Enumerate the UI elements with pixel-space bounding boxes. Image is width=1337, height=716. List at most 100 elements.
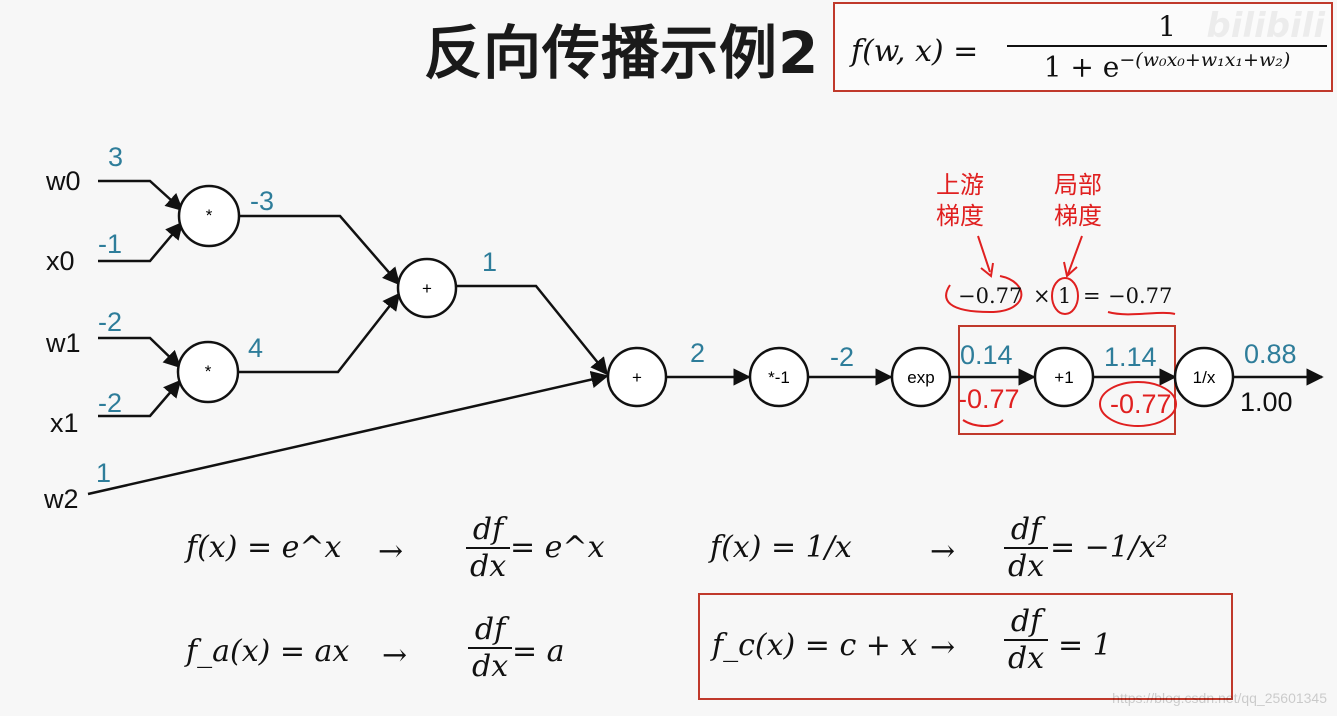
- rule-add-const-lhs: f_c(x) = c + x: [712, 628, 918, 663]
- value-w0: 3: [108, 142, 123, 172]
- rule-inv-arrow: →: [930, 534, 956, 569]
- node-mul1-label: *: [205, 362, 212, 381]
- node-plus1-circle: [1033, 346, 1095, 408]
- upstream-label: 上游 梯度: [936, 171, 992, 230]
- rule-scale-rhs: = a: [512, 634, 565, 669]
- rule-inv-num: df: [1004, 512, 1049, 549]
- rule-exp-rhs: = e^x: [510, 530, 605, 565]
- rule-exp-arrow: →: [378, 534, 404, 569]
- underline-result: [1107, 311, 1176, 316]
- input-w1-label: w1: [45, 328, 81, 358]
- node-inv-label: 1/x: [1193, 368, 1216, 387]
- rule-exp: f(x) = e^x → df dx = e^x: [186, 512, 606, 594]
- circle-upstream-value: [945, 275, 1023, 314]
- rule-inv-rhs: = −1/x²: [1050, 530, 1168, 565]
- local-label-line1: 局部: [1054, 171, 1102, 199]
- main-formula-denominator: 1 + e−(w₀x₀+w₁x₁+w₂): [1007, 47, 1327, 83]
- arrow-upstream-head: [980, 262, 994, 278]
- circle-grad-plus1: [1099, 381, 1177, 427]
- edge-mul1-add0: [238, 292, 401, 374]
- rule-exp-num: df: [466, 512, 511, 549]
- local-label-line2: 梯度: [1054, 202, 1102, 230]
- rule-exp-den: dx: [470, 549, 507, 584]
- node-exp-label: exp: [907, 368, 934, 387]
- chain-annotation-labels: 上游 梯度 局部 梯度: [936, 171, 1110, 230]
- node-add1-circle: [606, 346, 668, 408]
- node-neg-label: *-1: [768, 368, 790, 387]
- arrow-local-head: [1063, 261, 1078, 278]
- value-add0-out: 1: [482, 247, 497, 277]
- gradient-values: 1.00 -0.77 -0.77: [958, 384, 1293, 419]
- rule-highlight-box: [698, 593, 1233, 700]
- edge-x0-mul0: [98, 221, 184, 263]
- arrow-upstream-line: [977, 235, 991, 273]
- edge-x1-mul1: [98, 379, 182, 418]
- node-inv-circle: [1173, 346, 1235, 408]
- main-formula-box: bilibili f(w, x) = 1 1 + e−(w₀x₀+w₁x₁+w₂…: [833, 2, 1333, 92]
- local-label: 局部 梯度: [1054, 171, 1110, 230]
- edge-w1-mul1: [98, 336, 182, 369]
- node-add0-label: +: [422, 279, 432, 298]
- edge-w0-mul0: [98, 179, 184, 212]
- main-formula-lhs-text: f(w, x) =: [851, 34, 979, 69]
- page-title: 反向传播示例2: [424, 19, 820, 87]
- node-add1-label: +: [632, 368, 642, 387]
- rule-add-const-derivative: df dx: [1004, 604, 1049, 676]
- value-mul0-out: -3: [250, 186, 274, 216]
- graph-nodes: * * + + *-1 exp +1 1/x: [176, 184, 1235, 408]
- rule-exp-derivative: df dx: [466, 512, 511, 584]
- grad-plus1-out: -0.77: [1110, 389, 1172, 419]
- url-watermark: https://blog.csdn.net/qq_25601345: [1112, 690, 1327, 706]
- node-neg-circle: [748, 346, 810, 408]
- circle-local-value: [1051, 277, 1079, 315]
- node-add0-circle: [396, 257, 458, 319]
- main-formula-fraction: 1 1 + e−(w₀x₀+w₁x₁+w₂): [1007, 10, 1327, 83]
- rule-exp-lhs: f(x) = e^x: [186, 530, 342, 565]
- upstream-label-line1: 上游: [936, 171, 984, 199]
- chain-rule-expression: −0.77 × 1 = −0.77: [958, 284, 1172, 308]
- rule-scale-derivative: df dx: [468, 612, 513, 684]
- node-mul0-circle: [177, 184, 241, 248]
- underline-grad-exp: [962, 419, 1004, 427]
- rule-inv: f(x) = 1/x → df dx = −1/x²: [710, 512, 1230, 594]
- node-plus1-label: +1: [1054, 368, 1073, 387]
- rule-add-const-arrow: →: [930, 630, 956, 665]
- rule-add-const-num: df: [1004, 604, 1049, 641]
- upstream-label-line2: 梯度: [936, 202, 984, 230]
- edge-add0-add1: [456, 284, 609, 376]
- rule-inv-lhs: f(x) = 1/x: [710, 530, 852, 565]
- value-neg-out: -2: [830, 342, 854, 372]
- chain-eq: =: [1083, 284, 1101, 308]
- node-mul0-label: *: [206, 206, 213, 225]
- main-formula-exponent: −(w₀x₀+w₁x₁+w₂): [1119, 49, 1291, 71]
- rule-add-const: f_c(x) = c + x → df dx = 1: [712, 604, 1222, 690]
- value-w1: -2: [98, 307, 122, 337]
- input-w2-label: w2: [43, 484, 79, 514]
- value-w2: 1: [96, 458, 111, 488]
- bilibili-watermark: bilibili: [1206, 6, 1325, 46]
- arrow-local-line: [1067, 235, 1083, 275]
- node-exp-circle: [890, 346, 952, 408]
- chain-times: ×: [1033, 284, 1051, 308]
- chain-c: −0.77: [1108, 284, 1172, 308]
- value-plus1-out: 1.14: [1104, 342, 1157, 372]
- main-formula-lhs: f(w, x) =: [851, 34, 978, 69]
- rule-scale-den: dx: [472, 649, 509, 684]
- chain-b: 1: [1058, 284, 1071, 308]
- edge-mul0-add0: [240, 214, 401, 286]
- grad-output: 1.00: [1240, 387, 1293, 417]
- forward-values: 3 -1 -2 -2 1 -3 4 1 2 -2 0.14 1.14 0.88: [96, 142, 1297, 488]
- graph-edges: [87, 179, 1324, 496]
- input-x1-label: x1: [50, 408, 79, 438]
- value-exp-out: 0.14: [960, 340, 1013, 370]
- edge-w2-add1: [87, 370, 609, 496]
- rule-scale-lhs: f_a(x) = ax: [186, 634, 350, 669]
- chain-a: −0.77: [958, 284, 1022, 308]
- value-inv-out: 0.88: [1244, 339, 1297, 369]
- value-x0: -1: [98, 229, 122, 259]
- grad-exp-out: -0.77: [958, 384, 1020, 414]
- rule-scale-num: df: [468, 612, 513, 649]
- input-labels: w0 x0 w1 x1 w2: [43, 166, 81, 514]
- node-mul1-circle: [176, 340, 240, 404]
